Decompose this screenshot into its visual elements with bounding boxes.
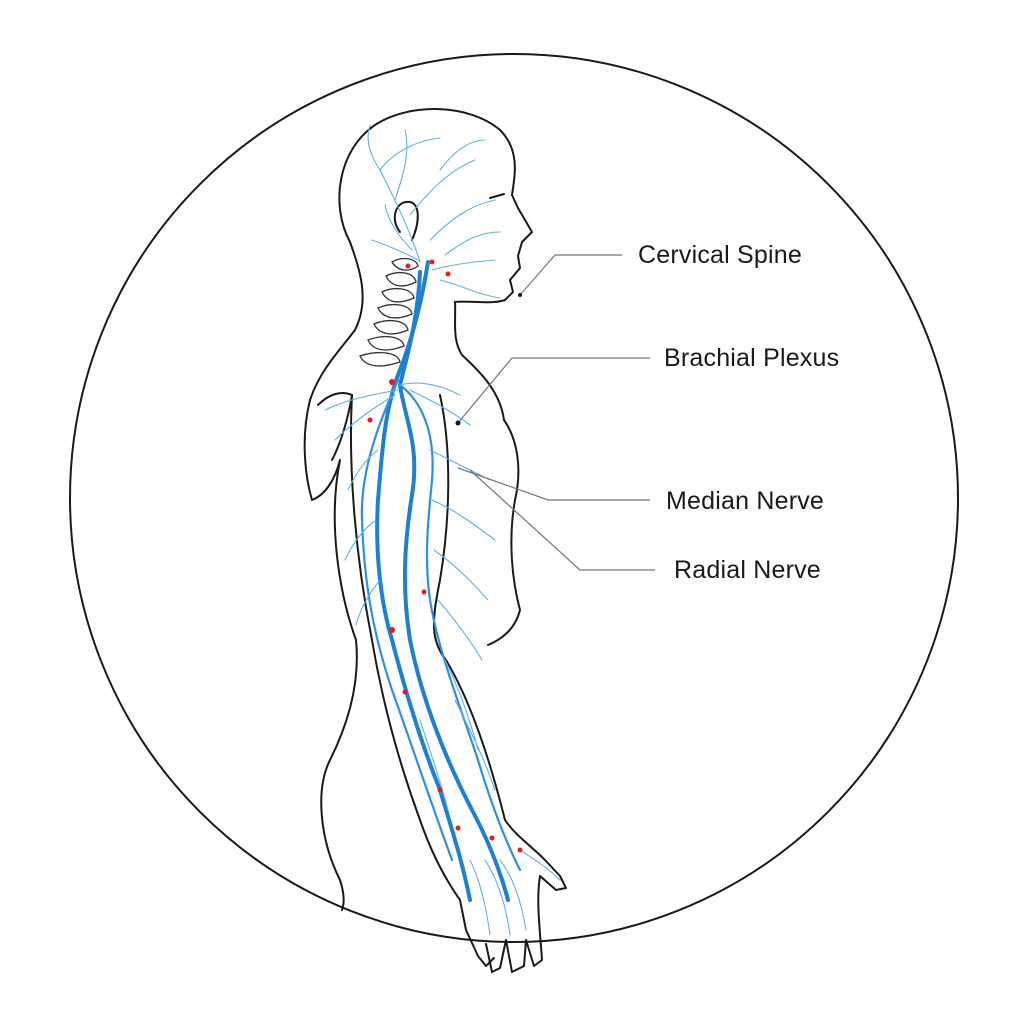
head-nerve-branches — [367, 124, 501, 299]
body-outline — [303, 108, 567, 973]
leader-radial-nerve — [469, 469, 655, 571]
label-cervical-spine: Cervical Spine — [638, 241, 802, 269]
hand-outline — [485, 875, 543, 973]
head-outline — [338, 108, 533, 304]
marker — [389, 379, 395, 385]
leader-lines — [455, 254, 655, 571]
torso-front-outline — [487, 419, 521, 646]
marker — [445, 271, 451, 277]
label-median-nerve: Median Nerve — [666, 487, 824, 515]
marker — [489, 835, 495, 841]
leader-brachial-plexus — [457, 357, 650, 424]
marker — [437, 787, 443, 793]
arm-back-outline — [349, 394, 495, 967]
nerve-markers — [367, 259, 523, 853]
ear-outline — [393, 200, 419, 241]
leader-cervical-spine — [519, 254, 622, 296]
neck-back-outline — [309, 241, 364, 401]
arm-nerve-branches — [324, 382, 561, 936]
marker — [389, 627, 395, 633]
marker — [402, 689, 408, 695]
cervical-vertebrae — [359, 257, 419, 367]
back-outline — [303, 399, 358, 911]
frame-circle — [69, 53, 959, 943]
marker — [429, 259, 435, 265]
arm-front-outline — [433, 394, 567, 891]
scapula-outline — [317, 392, 353, 461]
leader-median-nerve — [457, 467, 650, 501]
marker — [421, 589, 427, 595]
label-brachial-plexus: Brachial Plexus — [664, 344, 839, 372]
label-radial-nerve: Radial Nerve — [674, 556, 821, 584]
marker — [405, 263, 411, 269]
neck-front-outline — [454, 301, 505, 421]
eye-outline — [489, 193, 505, 199]
marker — [517, 847, 523, 853]
marker — [455, 825, 461, 831]
marker — [367, 417, 373, 423]
